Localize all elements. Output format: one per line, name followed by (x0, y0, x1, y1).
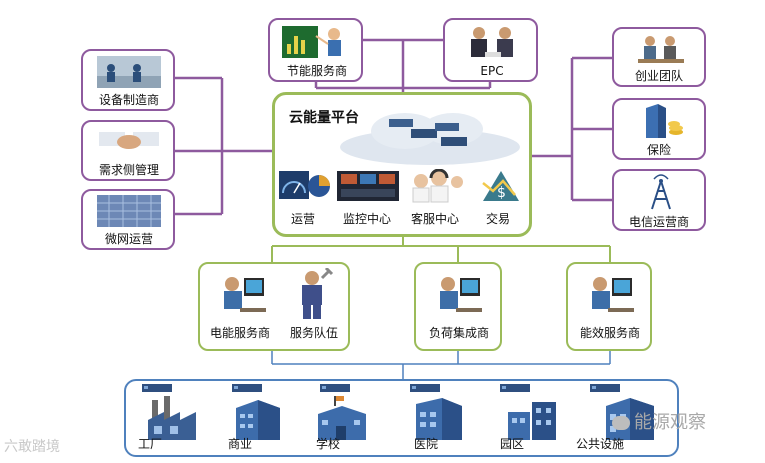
service-efficiency-label: 能效服务商 (579, 326, 641, 340)
operator-at-computer-icon (592, 277, 634, 312)
technician-with-wrench-icon (302, 268, 334, 319)
cloud-energy-platform: 云能量平台 $ 运营 监控中心 客服中心 交易 (272, 92, 532, 237)
watermark-energy-observation: 能源观察 (612, 408, 706, 434)
module-trading-label: 交易 (485, 212, 511, 226)
trading-icon: $ (482, 171, 519, 201)
partner-epc-label: EPC (480, 64, 504, 78)
building-coins-icon (646, 104, 683, 138)
partner-telecom-label: 电信运营商 (628, 215, 690, 229)
cloud-servers-icon (340, 113, 520, 165)
meeting-icon (471, 27, 513, 57)
monitoring-center-icon (337, 171, 399, 201)
customer-public-facility-label: 公共设施 (576, 437, 625, 451)
partner-startup-team: 创业团队 (612, 27, 706, 87)
customer-school-label: 学校 (316, 437, 341, 451)
partner-demand-side-label: 需求侧管理 (98, 163, 160, 177)
partner-insurance-label: 保险 (646, 143, 672, 157)
chart-engineer-icon (282, 26, 341, 58)
customer-service-icon (412, 169, 463, 203)
platform-title: 云能量平台 (289, 110, 359, 126)
partner-equipment-maker: 设备制造商 (81, 49, 175, 111)
commercial-building-icon (236, 400, 280, 440)
partner-equipment-maker-label: 设备制造商 (98, 93, 160, 107)
watermark-right-text: 能源观察 (634, 412, 706, 433)
operator-at-computer-icon (224, 277, 266, 312)
customer-hospital-label: 医院 (414, 437, 439, 451)
service-load-integrator-label: 负荷集成商 (428, 326, 490, 340)
module-operation-label: 运营 (290, 212, 316, 226)
service-group-efficiency: 能效服务商 (566, 262, 652, 351)
team-icon (638, 36, 684, 63)
partner-startup-team-label: 创业团队 (634, 69, 684, 83)
service-group-electricity: 电能服务商 服务队伍 (198, 262, 350, 351)
partner-microgrid: 微网运营 (81, 189, 175, 250)
antenna-tower-icon (651, 174, 671, 210)
customer-park-label: 园区 (500, 437, 525, 451)
module-customer-service-label: 客服中心 (410, 212, 460, 226)
partner-demand-side: 需求侧管理 (81, 120, 175, 181)
partner-energy-service: 节能服务商 (268, 18, 363, 82)
gauge-icon (279, 171, 330, 199)
partner-energy-service-label: 节能服务商 (286, 64, 348, 78)
wechat-icon (612, 416, 630, 430)
gateway-devices (142, 384, 620, 392)
service-electricity-label: 电能服务商 (209, 326, 271, 340)
hospital-building-icon (416, 398, 462, 440)
partner-microgrid-label: 微网运营 (104, 232, 154, 246)
customer-commercial-label: 商业 (228, 437, 253, 451)
module-monitoring-label: 监控中心 (342, 212, 392, 226)
solar-panel-icon (97, 195, 161, 227)
factory-building-icon (148, 396, 196, 440)
handshake-icon (99, 132, 159, 149)
service-group-load: 负荷集成商 (414, 262, 502, 351)
operator-at-computer-icon (440, 277, 482, 312)
customer-factory-label: 工厂 (138, 437, 163, 451)
school-building-icon (318, 396, 366, 440)
watermark-source: 六敢踏境 (4, 439, 60, 455)
partner-epc: EPC (443, 18, 538, 82)
partner-insurance: 保险 (612, 98, 706, 160)
svg-text:$: $ (497, 185, 506, 201)
industrial-park-building-icon (508, 402, 556, 440)
customer-group (124, 379, 679, 457)
service-team-label: 服务队伍 (289, 326, 339, 340)
partner-telecom: 电信运营商 (612, 169, 706, 231)
factory-workers-icon (97, 56, 161, 88)
